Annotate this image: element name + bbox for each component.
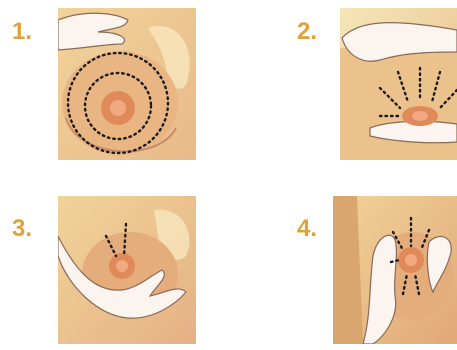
step-4-number: 4. — [297, 215, 317, 243]
circular-palpation-icon — [58, 8, 196, 160]
step-1-illustration — [58, 8, 196, 160]
step-1-number: 1. — [12, 18, 32, 46]
step-4-illustration — [333, 196, 457, 344]
step-3-illustration — [58, 196, 196, 344]
step-2-number: 2. — [297, 18, 317, 46]
areola-press-icon — [58, 196, 196, 344]
nipple-squeeze-icon — [333, 196, 457, 344]
step-3-number: 3. — [12, 215, 32, 243]
inward-stroke-icon — [340, 8, 457, 160]
step-2-illustration — [340, 8, 457, 160]
